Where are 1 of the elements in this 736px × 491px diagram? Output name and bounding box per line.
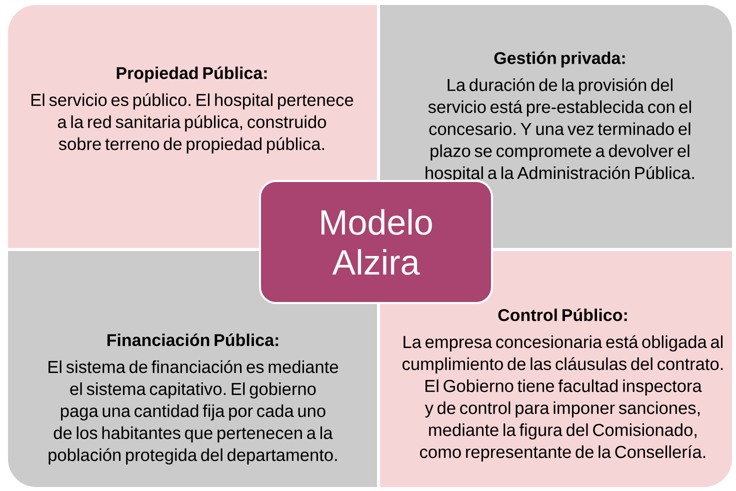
center-box: Modelo Alzira [259,180,493,304]
